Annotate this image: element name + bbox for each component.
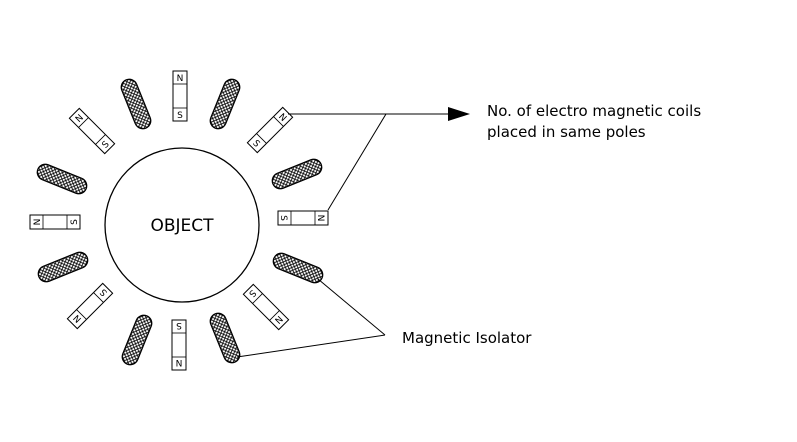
- isolator-left-lower: [37, 251, 89, 283]
- magnet-left: N S: [29, 214, 81, 230]
- magnet-upper-right: N S: [246, 106, 294, 154]
- isolator-left-upper: [36, 163, 88, 195]
- coils-label-line1: No. of electro magnetic coils: [487, 102, 701, 120]
- magnet-lower-left-south-label: S: [98, 286, 109, 297]
- magnet-top-south-label: S: [177, 111, 183, 121]
- magnet-lower-right-south-label: S: [246, 287, 257, 298]
- magnet-upper-left-north-label: N: [74, 113, 86, 125]
- isolator-bottom-right: [209, 312, 241, 364]
- object-circle: [104, 147, 260, 303]
- magnet-right: N S: [277, 210, 329, 226]
- coils-branch-line: [327, 113, 387, 211]
- magnet-top-north-label: N: [177, 74, 184, 84]
- isolator-leader-upper: [317, 278, 386, 336]
- coils-label-line2: placed in same poles: [487, 123, 646, 141]
- object-label: OBJECT: [150, 216, 214, 236]
- magnet-lower-right-north-label: N: [272, 313, 284, 325]
- magnet-top: N S: [172, 70, 188, 122]
- magnet-left-south-label: S: [70, 219, 80, 225]
- magnet-bottom-north-label: N: [176, 357, 183, 367]
- magnet-bottom-south-label: S: [176, 320, 182, 330]
- magnet-lower-right: N S: [242, 283, 290, 331]
- coils-arrowhead: [448, 107, 470, 121]
- isolator-right-upper: [271, 158, 323, 190]
- isolator-bottom-left: [121, 314, 153, 366]
- magnet-upper-left: N S: [68, 107, 116, 155]
- magnet-right-south-label: S: [278, 215, 288, 221]
- isolator-leader-lower: [236, 334, 386, 358]
- magnet-upper-right-north-label: N: [276, 112, 288, 124]
- magnet-bottom: N S: [171, 319, 187, 371]
- magnet-right-north-label: N: [315, 215, 325, 222]
- magnet-upper-right-south-label: S: [250, 139, 261, 150]
- magnet-left-north-label: N: [33, 219, 43, 226]
- magnet-lower-left-north-label: N: [72, 312, 84, 324]
- magnet-upper-left-south-label: S: [101, 139, 112, 150]
- isolator-right-lower: [272, 252, 324, 284]
- magnet-lower-left: N S: [66, 282, 114, 330]
- isolator-top-right: [209, 78, 241, 130]
- isolator-top-left: [120, 78, 152, 130]
- isolator-label: Magnetic Isolator: [402, 329, 532, 347]
